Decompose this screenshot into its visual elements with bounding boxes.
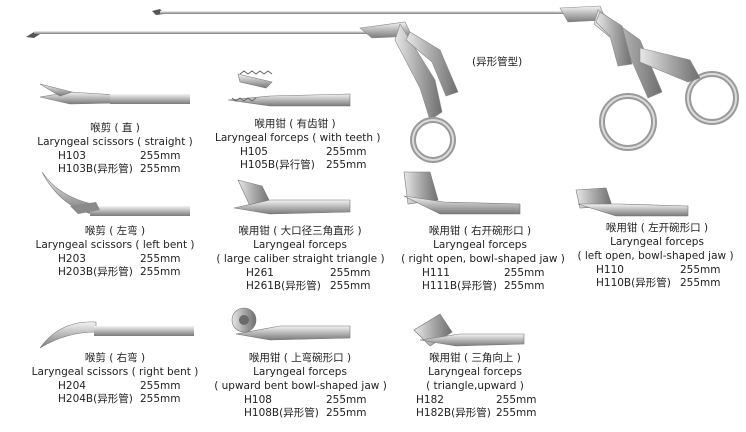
tip-left-bent-scissors bbox=[41, 171, 190, 216]
product-name-en-detail: ( large caliber straight triangle ) bbox=[216, 253, 385, 265]
product-name-cn: 喉用钳 ( 大口径三角直形 ) bbox=[238, 225, 362, 237]
product-size: 255mm bbox=[140, 150, 181, 162]
product-size: 255mm bbox=[680, 264, 721, 276]
product-size: 255mm bbox=[140, 393, 181, 405]
product-size: 255mm bbox=[140, 380, 181, 392]
product-size: 255mm bbox=[140, 163, 181, 175]
product-name-en-detail: ( left open, bowl-shaped jaw ) bbox=[577, 250, 734, 262]
tip-toothed-forceps bbox=[227, 70, 351, 107]
product-code: H110B(异形管) bbox=[596, 277, 671, 289]
product-name-cn: 喉用钳 ( 左开碗形口 ) bbox=[605, 222, 709, 234]
product-size: 255mm bbox=[326, 407, 367, 419]
product-size: 255mm bbox=[504, 267, 545, 279]
product-size: 255mm bbox=[330, 267, 371, 279]
product-code: H182B(异形管) bbox=[416, 407, 491, 419]
product-code: H111 bbox=[422, 267, 450, 279]
product-size: 255mm bbox=[504, 280, 545, 292]
product-code: H261 bbox=[246, 267, 274, 279]
product-code: H103 bbox=[58, 150, 86, 162]
product-name-en-detail: ( right open, bowl-shaped jaw ) bbox=[401, 253, 565, 265]
tip-triangle-forceps bbox=[233, 179, 351, 215]
product-name-cn: 喉用钳 ( 有齿钳 ) bbox=[254, 118, 336, 130]
product-code: H111B(异形管) bbox=[422, 280, 497, 292]
product-size: 255mm bbox=[326, 394, 367, 406]
product-name-en: Laryngeal scissors ( right bent ) bbox=[31, 366, 199, 378]
product-name-en: Laryngeal forceps bbox=[253, 239, 347, 251]
product-name-en: Laryngeal scissors ( straight ) bbox=[37, 136, 193, 148]
product-size: 255mm bbox=[330, 280, 371, 292]
product-name-cn: 喉用钳 ( 上弯碗形口 ) bbox=[248, 352, 352, 364]
product-size: 255mm bbox=[496, 394, 537, 406]
product-code: H108 bbox=[244, 394, 272, 406]
product-name-en: Laryngeal forceps bbox=[253, 366, 347, 378]
tube-type-note: (异形管型) bbox=[472, 56, 523, 68]
product-name-cn: 喉剪 ( 直 ) bbox=[90, 122, 140, 134]
product-name-en: Laryngeal forceps bbox=[610, 236, 704, 248]
product-code: H203 bbox=[58, 253, 86, 265]
product-name-en: Laryngeal scissors ( left bent ) bbox=[35, 239, 195, 251]
tip-right-bent-scissors bbox=[39, 321, 194, 349]
product-size: 255mm bbox=[496, 407, 537, 419]
product-size: 255mm bbox=[140, 253, 181, 265]
tip-triangle-upward bbox=[413, 313, 525, 347]
product-name-en: Laryngeal forceps bbox=[433, 239, 527, 251]
product-size: 255mm bbox=[140, 266, 181, 278]
product-size: 255mm bbox=[326, 146, 367, 158]
product-code: H182 bbox=[416, 394, 444, 406]
product-code: H204B(异形管) bbox=[58, 393, 133, 405]
product-size: 255mm bbox=[326, 159, 367, 171]
product-code: H108B(异形管) bbox=[244, 407, 319, 419]
tip-left-open-bowl bbox=[575, 187, 689, 217]
product-code: H261B(异形管) bbox=[246, 280, 321, 292]
product-code: H204 bbox=[58, 380, 86, 392]
full-instrument-1 bbox=[26, 21, 459, 163]
product-name-en: Laryngeal forceps ( with teeth ) bbox=[215, 132, 381, 144]
product-code: H103B(异形管) bbox=[58, 163, 133, 175]
product-name-cn: 喉用钳 ( 右开碗形口 ) bbox=[428, 225, 532, 237]
product-name-cn: 喉剪 ( 左弯 ) bbox=[84, 225, 146, 237]
tip-right-open-bowl bbox=[403, 171, 521, 215]
product-code: H110 bbox=[596, 264, 624, 276]
product-code: H105B(异行管) bbox=[240, 159, 315, 171]
tip-upward-bowl bbox=[231, 307, 351, 341]
product-name-en-detail: ( triangle,upward ) bbox=[426, 380, 524, 392]
product-code: H105 bbox=[240, 146, 268, 158]
product-name-cn: 喉用钳 ( 三角向上 ) bbox=[429, 352, 521, 364]
product-name-en: Laryngeal forceps bbox=[428, 366, 522, 378]
product-size: 255mm bbox=[680, 277, 721, 289]
product-name-en-detail: ( upward bent bowl-shaped jaw ) bbox=[214, 380, 387, 392]
full-instrument-2 bbox=[152, 5, 739, 151]
tip-straight-scissors bbox=[39, 83, 190, 105]
product-code: H203B(异形管) bbox=[58, 266, 133, 278]
product-name-cn: 喉剪 ( 右弯 ) bbox=[84, 352, 146, 364]
